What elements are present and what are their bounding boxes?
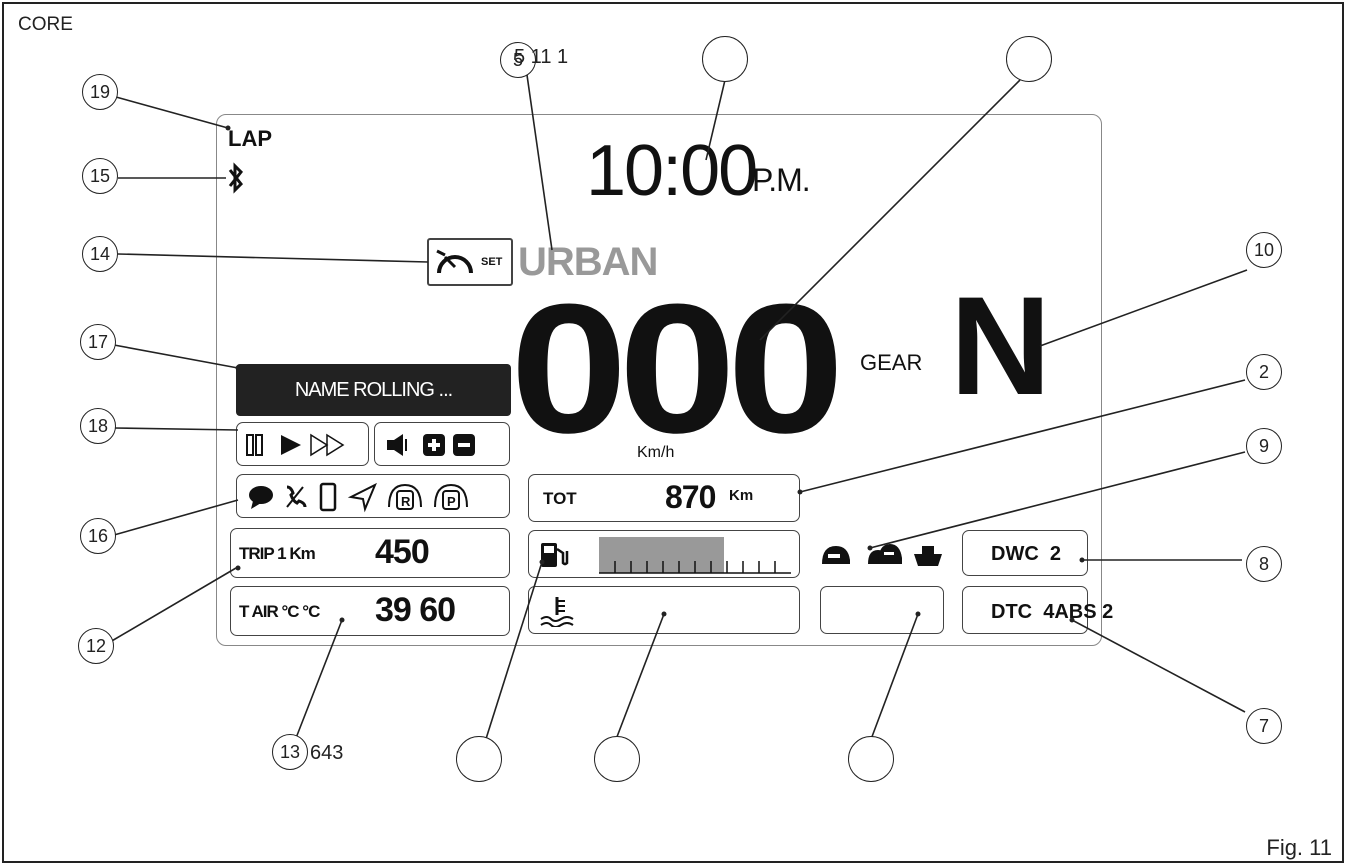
- clock-ampm: P.M.: [752, 162, 811, 198]
- temperature-label: T AIR °C °C: [239, 602, 320, 621]
- gear-indicator: N: [950, 267, 1052, 424]
- dtc-abs-box: DTC 4ABS 2: [962, 586, 1113, 634]
- media-track-name: NAME ROLLING ...: [236, 364, 511, 416]
- bluetooth-icon: [228, 162, 244, 194]
- cruise-control-set-icon: SET: [427, 238, 513, 286]
- callout-speed-blank: [1006, 36, 1052, 82]
- odometer-unit: Km: [729, 487, 754, 504]
- callout-17: 17: [80, 324, 116, 360]
- temperature-box: T AIR °C °C 39 60: [230, 586, 510, 636]
- callout-warning-blank: [848, 736, 894, 782]
- callout-fuel-blank: [456, 736, 502, 782]
- svg-text:P: P: [447, 494, 456, 509]
- callout-18: 18: [80, 408, 116, 444]
- missed-call-icon: [286, 485, 307, 508]
- pause-icon: [246, 434, 263, 456]
- coolant-temperature-icon: [540, 597, 574, 627]
- speed-unit: Km/h: [637, 444, 675, 461]
- rider-mode-icon: [822, 546, 850, 564]
- fuel-pump-icon: [541, 543, 569, 567]
- temperature-value: 39 60: [375, 591, 456, 629]
- corner-label: CORE: [18, 14, 73, 35]
- odometer-label: TOT: [543, 489, 577, 508]
- callout-7: 7: [1246, 708, 1282, 744]
- rider-headset-icon: R: [388, 483, 422, 510]
- luggage-mode-icon: [914, 546, 942, 566]
- callout-clock-blank: [702, 36, 748, 82]
- fast-forward-icon: [310, 433, 345, 457]
- figure-label: Fig. 11: [1266, 835, 1332, 860]
- clock-time: 10:00: [586, 131, 758, 211]
- lap-indicator: LAP: [228, 126, 272, 151]
- speaker-icon: [387, 434, 407, 456]
- callout-5: 5: [500, 42, 536, 78]
- phone-icon: [319, 482, 337, 512]
- trip-value: 450: [375, 533, 430, 571]
- callout-9: 9: [1246, 428, 1282, 464]
- odometer-box: TOT 870 Km: [528, 474, 800, 522]
- callout-15: 15: [82, 158, 118, 194]
- dwc-level: DWC 2: [991, 543, 1061, 565]
- speedometer-icon: [436, 249, 473, 274]
- speed-value: 000: [510, 265, 845, 471]
- callout-13: 13: [272, 734, 308, 770]
- callout-group-bottom: 643: [310, 742, 344, 764]
- passenger-headset-icon: P: [434, 483, 468, 510]
- message-icon: [249, 486, 273, 509]
- callout-16: 16: [80, 518, 116, 554]
- fuel-box: [528, 530, 800, 578]
- dwc-box: DWC 2: [962, 530, 1088, 576]
- navigation-icon: [347, 482, 377, 513]
- callout-coolant-blank: [594, 736, 640, 782]
- play-icon: [281, 435, 301, 455]
- trip-box: TRIP 1 Km 450: [230, 528, 510, 578]
- volume-controls: [374, 422, 510, 466]
- svg-text:R: R: [401, 494, 411, 509]
- callout-8: 8: [1246, 546, 1282, 582]
- media-controls: [236, 422, 369, 466]
- rider-passenger-mode-icon: [868, 544, 902, 564]
- dtc-abs-level: DTC 4ABS 2: [991, 601, 1114, 623]
- callout-10: 10: [1246, 232, 1282, 268]
- volume-down-icon: [453, 434, 475, 456]
- volume-up-icon: [423, 434, 445, 456]
- callout-12: 12: [78, 628, 114, 664]
- callout-group-top: 5 11 1: [514, 46, 569, 68]
- callout-14: 14: [82, 236, 118, 272]
- callout-19: 19: [82, 74, 118, 110]
- mode-icons: [822, 544, 942, 566]
- cruise-set-label: SET: [481, 256, 503, 268]
- fuel-gauge: [599, 537, 791, 574]
- gear-label: GEAR: [860, 350, 923, 375]
- connectivity-icons: R P: [236, 474, 510, 518]
- coolant-temp-box: [528, 586, 800, 634]
- warning-indicator-box: [820, 586, 944, 634]
- trip-label: TRIP 1 Km: [239, 544, 316, 563]
- callout-2: 2: [1246, 354, 1282, 390]
- fuel-level-fill: [599, 537, 724, 573]
- odometer-value: 870: [665, 479, 716, 515]
